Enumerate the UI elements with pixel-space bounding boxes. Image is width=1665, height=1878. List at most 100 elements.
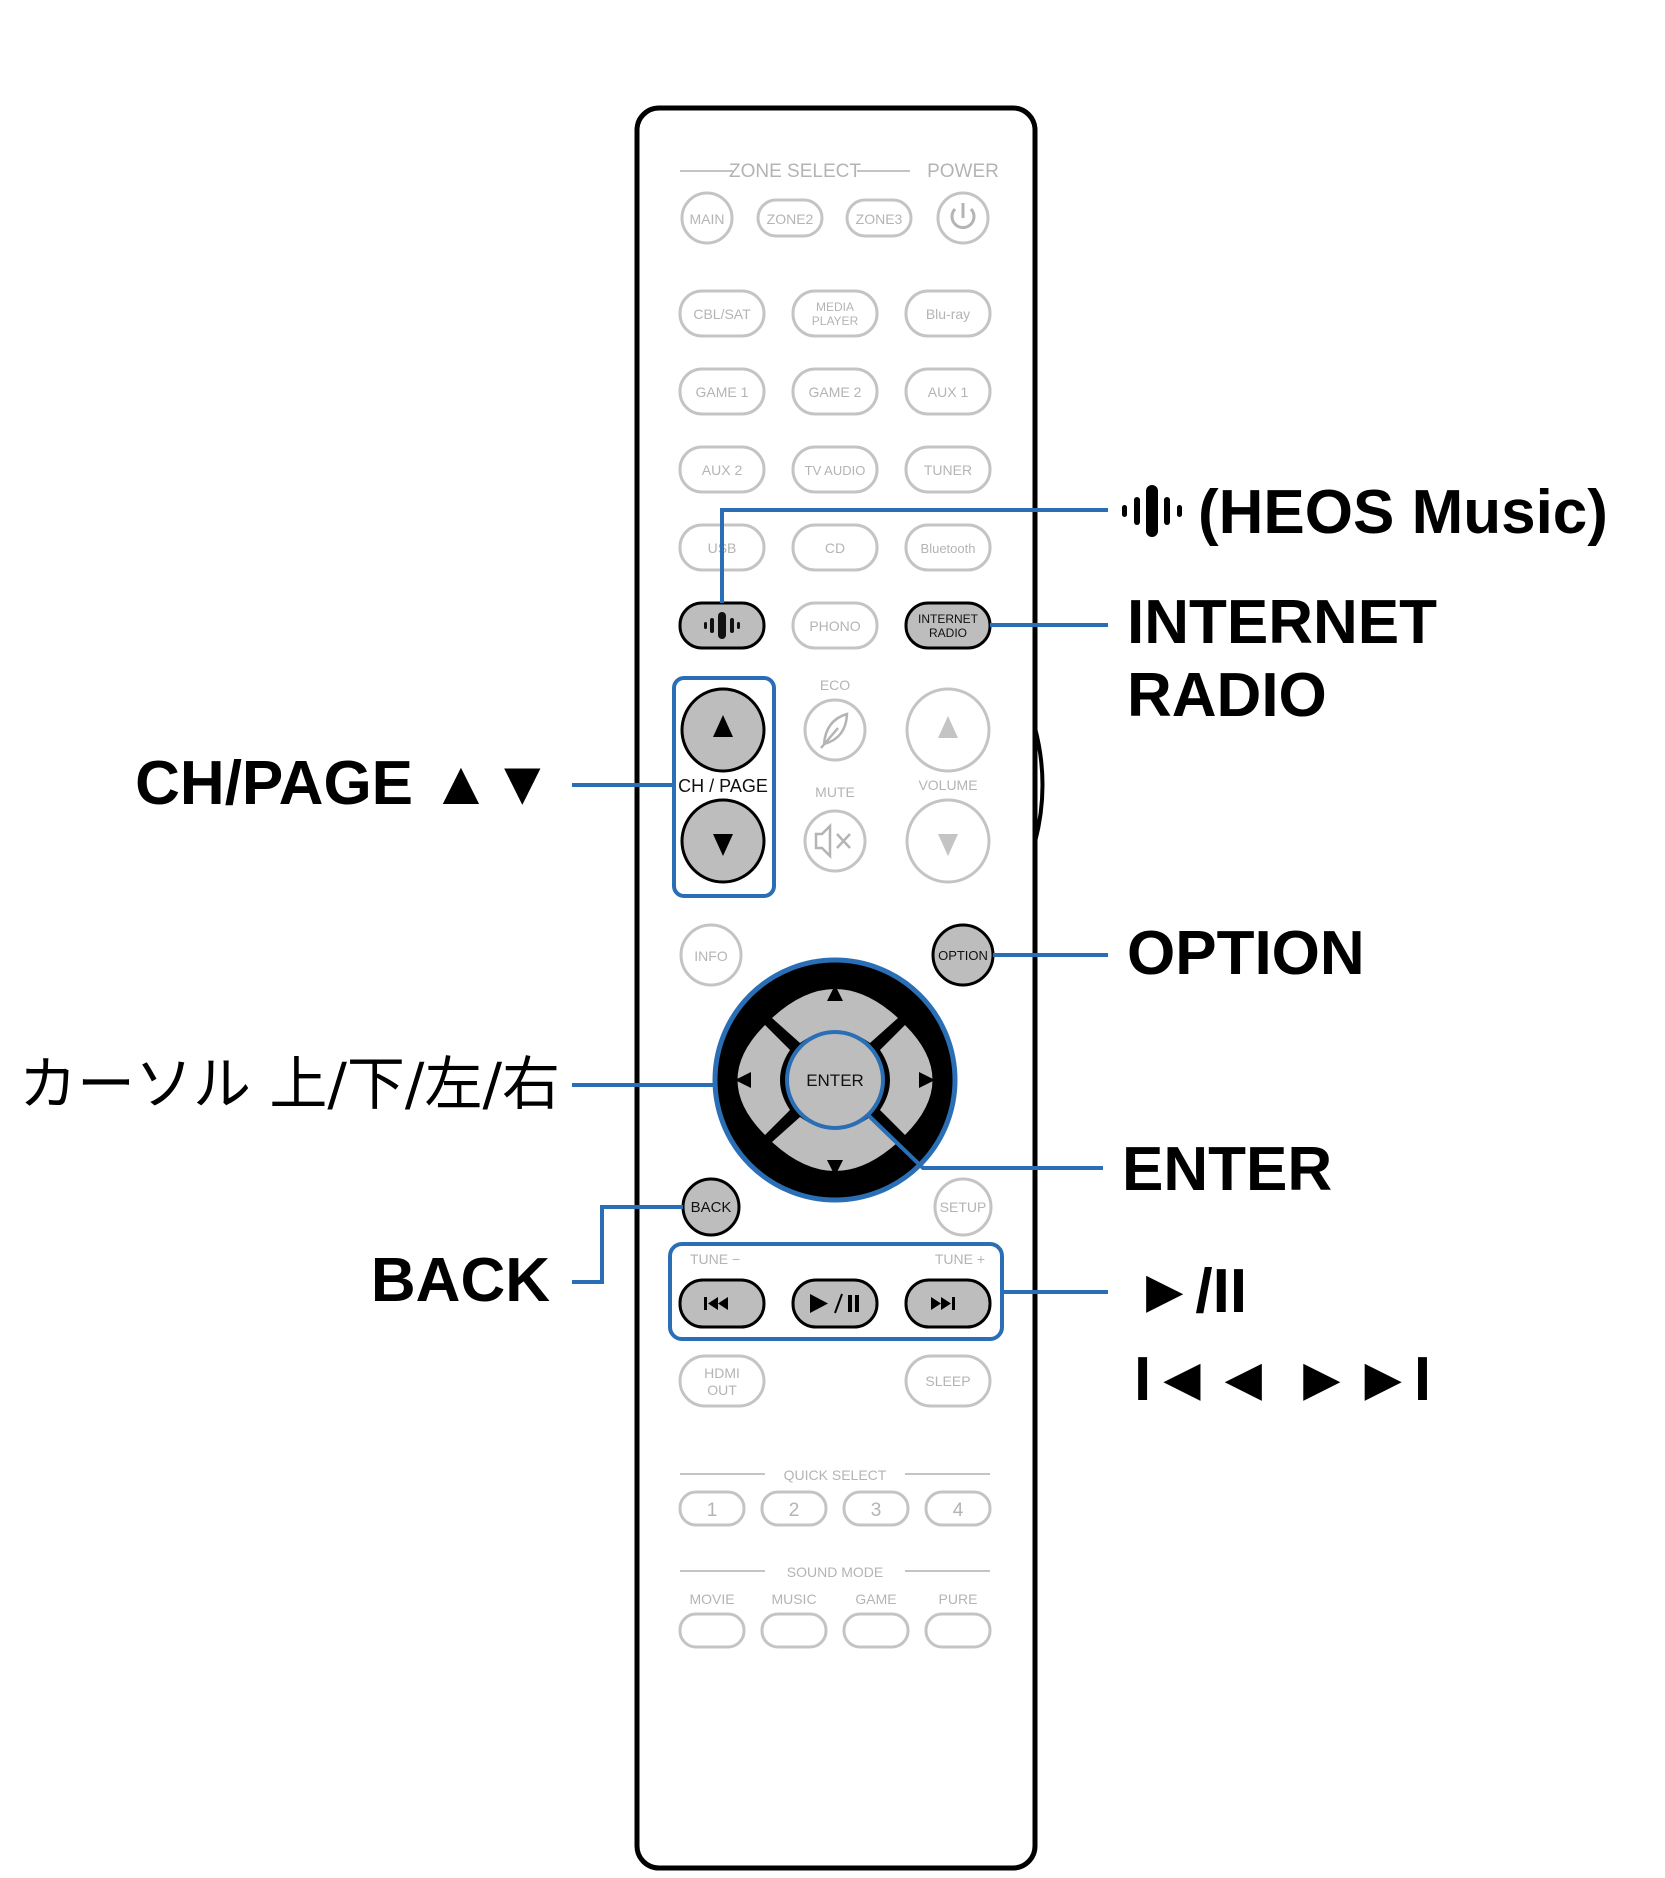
back-callout: BACK (371, 1246, 550, 1315)
down-arrow-icon (938, 834, 958, 856)
quick-select-1-button[interactable]: 1 (678, 1490, 746, 1527)
play-pause-button[interactable] (791, 1278, 879, 1329)
eco-button[interactable] (803, 698, 867, 762)
internet-radio-button[interactable]: INTERNET RADIO (904, 601, 992, 650)
svg-text:CD: CD (825, 540, 845, 556)
back-button[interactable]: BACK (681, 1177, 741, 1237)
up-arrow-icon (713, 715, 733, 737)
cursor-pad: ENTER (712, 957, 958, 1203)
cursor-left-button[interactable] (735, 1025, 790, 1135)
internet-radio-callout-line2: RADIO (1127, 661, 1327, 730)
svg-text:BACK: BACK (691, 1199, 732, 1216)
svg-text:SLEEP: SLEEP (925, 1373, 970, 1389)
svg-text:OUT: OUT (707, 1382, 737, 1398)
svg-text:AUX 1: AUX 1 (928, 384, 969, 400)
play-pause-callout: ►/II (1134, 1257, 1247, 1326)
cursor-up-button[interactable] (772, 985, 898, 1043)
svg-text:INFO: INFO (694, 948, 728, 964)
next-button[interactable] (904, 1278, 992, 1329)
pure-label: PURE (939, 1591, 978, 1607)
cursor-right-button[interactable] (880, 1025, 935, 1135)
mute-label: MUTE (815, 784, 855, 800)
power-icon (950, 203, 976, 229)
quick-select-3-button[interactable]: 3 (842, 1490, 910, 1527)
cd-button[interactable]: CD (791, 523, 879, 572)
internet-radio-callout-line1: INTERNET (1127, 588, 1437, 657)
remote-side-bump (1033, 727, 1045, 843)
game-button[interactable] (842, 1612, 910, 1649)
mute-button[interactable] (803, 809, 867, 873)
option-callout: OPTION (1127, 919, 1365, 988)
volume-up-button[interactable] (905, 687, 991, 773)
quick-select-2-button[interactable]: 2 (760, 1490, 828, 1527)
svg-text:PLAYER: PLAYER (812, 314, 859, 328)
hdmi-out-button[interactable]: HDMI OUT (678, 1354, 766, 1408)
zone-select-label: ZONE SELECT (729, 161, 861, 182)
svg-text:AUX 2: AUX 2 (702, 462, 743, 478)
heos-callout-text: (HEOS Music) (1198, 478, 1608, 547)
ch-page-down-button[interactable] (680, 798, 766, 884)
back-leader-line (572, 1205, 683, 1284)
svg-text:Blu-ray: Blu-ray (926, 306, 970, 322)
eco-label: ECO (820, 677, 850, 693)
tv-audio-button[interactable]: TV AUDIO (791, 445, 879, 494)
svg-text:SETUP: SETUP (940, 1199, 987, 1215)
svg-text:2: 2 (789, 1500, 800, 1521)
aux1-button[interactable]: AUX 1 (904, 367, 992, 416)
previous-button[interactable] (678, 1278, 766, 1329)
svg-text:ZONE3: ZONE3 (856, 211, 903, 227)
aux2-button[interactable]: AUX 2 (678, 445, 766, 494)
svg-text:MEDIA: MEDIA (816, 300, 854, 314)
zone2-button[interactable]: ZONE2 (756, 198, 824, 238)
heos-icon (1122, 485, 1182, 537)
cursor-callout: カーソル 上/下/左/右 (19, 1050, 560, 1118)
phono-button[interactable]: PHONO (791, 601, 879, 650)
down-arrow-icon (713, 834, 733, 856)
media-player-button[interactable]: MEDIA PLAYER (791, 289, 879, 338)
tune-plus-label: TUNE + (935, 1251, 985, 1267)
sleep-button[interactable]: SLEEP (904, 1354, 992, 1408)
cursor-down-button[interactable] (772, 1117, 898, 1176)
tuner-button[interactable]: TUNER (904, 445, 992, 494)
right-arrow-icon (919, 1072, 935, 1088)
setup-button[interactable]: SETUP (933, 1177, 993, 1237)
svg-text:3: 3 (871, 1500, 882, 1521)
tune-minus-label: TUNE − (690, 1251, 740, 1267)
svg-text:CBL/SAT: CBL/SAT (693, 306, 751, 322)
play-pause-icon (810, 1293, 859, 1314)
main-button[interactable]: MAIN (680, 191, 734, 245)
leaf-icon (820, 712, 849, 749)
heos-button[interactable] (678, 601, 766, 650)
game1-button[interactable]: GAME 1 (678, 367, 766, 416)
power-button[interactable] (936, 191, 990, 245)
ch-page-callout: CH/PAGE ▲▼ (135, 749, 553, 818)
bluetooth-button[interactable]: Bluetooth (904, 523, 992, 572)
svg-text:1: 1 (707, 1500, 718, 1521)
movie-label: MOVIE (689, 1591, 734, 1607)
mute-icon (814, 822, 851, 860)
volume-label: VOLUME (918, 777, 977, 793)
pure-button[interactable] (924, 1612, 992, 1649)
skip-forward-icon (931, 1297, 955, 1310)
info-button[interactable]: INFO (679, 923, 743, 987)
enter-button[interactable]: ENTER (785, 1030, 885, 1130)
svg-text:TUNER: TUNER (924, 462, 972, 478)
music-button[interactable] (760, 1612, 828, 1649)
svg-text:HDMI: HDMI (704, 1365, 740, 1381)
quick-select-label: QUICK SELECT (784, 1467, 887, 1483)
zone3-button[interactable]: ZONE3 (845, 198, 913, 238)
cbl-sat-button[interactable]: CBL/SAT (678, 289, 766, 338)
bluray-button[interactable]: Blu-ray (904, 289, 992, 338)
svg-text:RADIO: RADIO (929, 626, 967, 640)
game2-button[interactable]: GAME 2 (791, 367, 879, 416)
quick-select-4-button[interactable]: 4 (924, 1490, 992, 1527)
option-button[interactable]: OPTION (931, 923, 995, 987)
down-arrow-icon (827, 1160, 843, 1176)
ch-page-up-button[interactable] (680, 687, 766, 773)
svg-text:4: 4 (953, 1500, 964, 1521)
sound-mode-label: SOUND MODE (787, 1564, 883, 1580)
movie-button[interactable] (678, 1612, 746, 1649)
volume-down-button[interactable] (905, 798, 991, 884)
svg-text:MAIN: MAIN (690, 211, 725, 227)
